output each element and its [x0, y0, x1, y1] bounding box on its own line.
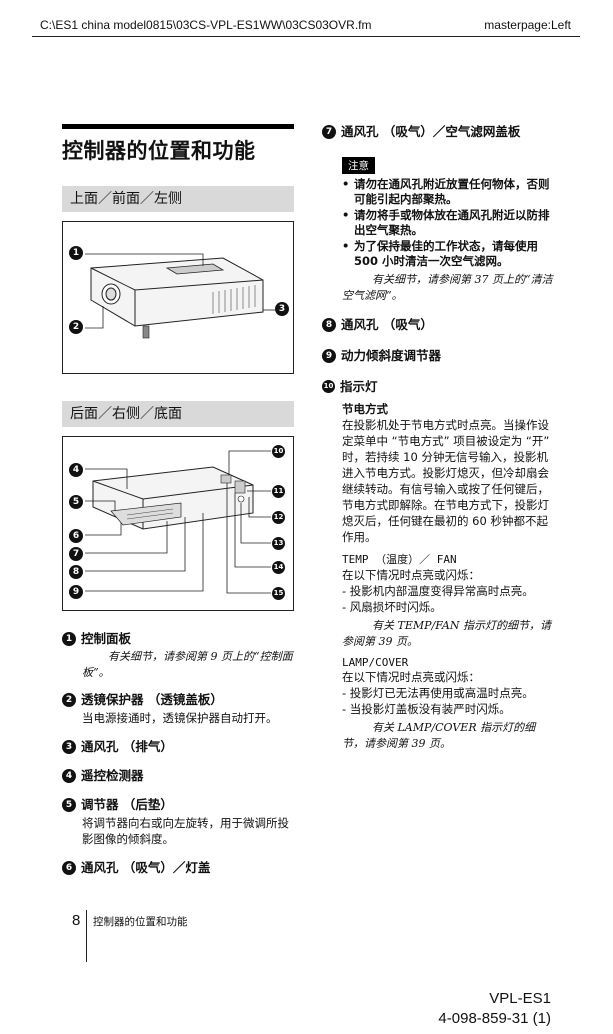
temp-fan-intro: 在以下情况时点亮或闪烁： [342, 568, 480, 582]
callout-1: 1 [69, 246, 83, 260]
callout-11: 11 [272, 485, 285, 498]
item-7-title: 通风孔 （吸气）／空气滤网盖板 [341, 124, 521, 139]
lamp-cover-intro: 在以下情况时点亮或闪烁： [342, 670, 480, 684]
left-item-list: 1 控制面板 有关细节，请参阅第 9 页上的“控制面板”。 2 透镜保护器 （透镜盖… [62, 628, 296, 876]
item-9-number: 9 [322, 348, 336, 363]
footer-section-name: 控制器的位置和功能 [93, 916, 188, 928]
projector-top-illustration [85, 253, 275, 339]
callout-14: 14 [272, 561, 285, 574]
item-10-number: 10 [322, 380, 335, 393]
callout-9: 9 [69, 585, 83, 599]
caution-reference: 有关细节，请参阅第 37 页上的“清洁空气滤网”。 [342, 273, 553, 302]
projector-rear-illustration [85, 450, 271, 594]
lamp-cover-reference: 有关 LAMP/COVER 指示灯的细节，请参阅第 39 页。 [342, 721, 536, 750]
callout-3: 3 [275, 302, 289, 316]
masterpage-label: masterpage:Left [484, 18, 571, 32]
caution-bullet-2: •请勿将手或物体放在通风孔附近以防排出空气聚热。 [342, 208, 550, 237]
callout-15: 15 [272, 587, 285, 600]
item-3-title: 通风孔 （排气） [81, 739, 173, 754]
callout-12: 12 [272, 511, 285, 524]
lamp-cover-condition-1: - 投影灯已无法再使用或高温时点亮。 [342, 686, 534, 700]
item-7-number: 7 [322, 124, 336, 139]
callout-5: 5 [69, 495, 83, 509]
caution-note: 注意 •请勿在通风孔附近放置任何物体，否则可能引起内部聚热。 •请勿将手或物体放… [342, 154, 554, 304]
item-8: 8 通风孔 （吸气） [322, 314, 554, 333]
model-name: VPL-ES1 [489, 990, 551, 1007]
item-1-reference: 有关细节，请参阅第 9 页上的“控制面板”。 [82, 650, 293, 679]
item-1: 1 控制面板 [62, 628, 296, 647]
item-2: 2 透镜保护器 （透镜盖板） [62, 689, 296, 708]
page-title: 控制器的位置和功能 [62, 139, 256, 163]
item-10: 10 指示灯 [322, 376, 554, 395]
item-6-title: 通风孔 （吸气）／灯盖 [81, 860, 211, 875]
item-3-number: 3 [62, 739, 76, 754]
part-number: 4-098-859-31 (1) [438, 1010, 551, 1027]
section-heading-top-front-left: 上面／前面／左侧 [62, 186, 294, 212]
callout-4: 4 [69, 463, 83, 477]
callout-8: 8 [69, 565, 83, 579]
caution-label: 注意 [342, 157, 375, 174]
power-saving-text: 在投影机处于节电方式时点亮。当操作设定菜单中 “节电方式” 项目被设定为 “开”… [342, 418, 550, 544]
callout-10: 10 [272, 445, 285, 458]
item-5-description: 将调节器向右或向左旋转，用于微调所投影图像的倾斜度。 [82, 816, 289, 846]
footer-rule [86, 910, 87, 962]
indicator-details: 节电方式 在投影机处于节电方式时点亮。当操作设定菜单中 “节电方式” 项目被设定… [342, 401, 554, 752]
section-heading-rear-right-bottom: 后面／右侧／底面 [62, 401, 294, 427]
item-1-title: 控制面板 [81, 631, 132, 646]
power-saving-heading: 节电方式 [342, 402, 388, 416]
caution-bullet-1: •请勿在通风孔附近放置任何物体，否则可能引起内部聚热。 [342, 177, 550, 206]
item-1-number: 1 [62, 631, 76, 646]
item-5: 5 调节器 （后垫） [62, 794, 296, 813]
caution-bullet-3: •为了保持最佳的工作状态，请每使用 500 小时清洁一次空气滤网。 [342, 239, 538, 268]
item-4: 4 遥控检测器 [62, 765, 296, 784]
item-6-number: 6 [62, 860, 76, 875]
item-8-number: 8 [322, 317, 336, 332]
lamp-cover-heading: LAMP/COVER [342, 656, 409, 669]
item-4-number: 4 [62, 768, 76, 783]
item-6: 6 通风孔 （吸气）／灯盖 [62, 857, 296, 876]
title-bar [62, 124, 294, 129]
temp-fan-condition-1: - 投影机内部温度变得异常高时点亮。 [342, 584, 534, 598]
right-column: 7 通风孔 （吸气）／空气滤网盖板 注意 •请勿在通风孔附近放置任何物体，否则可能… [322, 121, 554, 752]
item-5-number: 5 [62, 797, 76, 812]
callout-6: 6 [69, 529, 83, 543]
item-2-number: 2 [62, 692, 76, 707]
item-2-description: 当电源接通时，透镜保护器自动打开。 [82, 711, 278, 725]
temp-fan-condition-2: - 风扇损坏时闪烁。 [342, 600, 442, 614]
lamp-cover-condition-2: - 当投影灯盖板没有装严时闪烁。 [342, 702, 511, 716]
header-rule [32, 36, 580, 37]
item-9: 9 动力倾斜度调节器 [322, 345, 554, 364]
callout-7: 7 [69, 547, 83, 561]
item-3: 3 通风孔 （排气） [62, 736, 296, 755]
item-10-title: 指示灯 [340, 379, 378, 394]
item-7: 7 通风孔 （吸气）／空气滤网盖板 [322, 121, 554, 140]
item-4-title: 遥控检测器 [81, 768, 144, 783]
temp-fan-reference: 有关 TEMP/FAN 指示灯的细节，请参阅第 39 页。 [342, 619, 551, 648]
item-5-title: 调节器 （后垫） [81, 797, 173, 812]
file-path-header: C:\ES1 china model0815\03CS-VPL-ES1WW\03… [40, 18, 372, 32]
figure-rear-view: 4 5 6 7 8 9 10 11 12 13 14 15 [62, 436, 294, 611]
callout-13: 13 [272, 537, 285, 550]
callout-2: 2 [69, 320, 83, 334]
item-9-title: 动力倾斜度调节器 [341, 348, 442, 363]
figure-top-view: 1 2 3 [62, 221, 294, 374]
item-2-title: 透镜保护器 （透镜盖板） [81, 692, 223, 707]
page-number: 8 [72, 912, 81, 929]
temp-fan-heading: TEMP （温度）／ FAN [342, 553, 457, 566]
item-8-title: 通风孔 （吸气） [341, 317, 433, 332]
